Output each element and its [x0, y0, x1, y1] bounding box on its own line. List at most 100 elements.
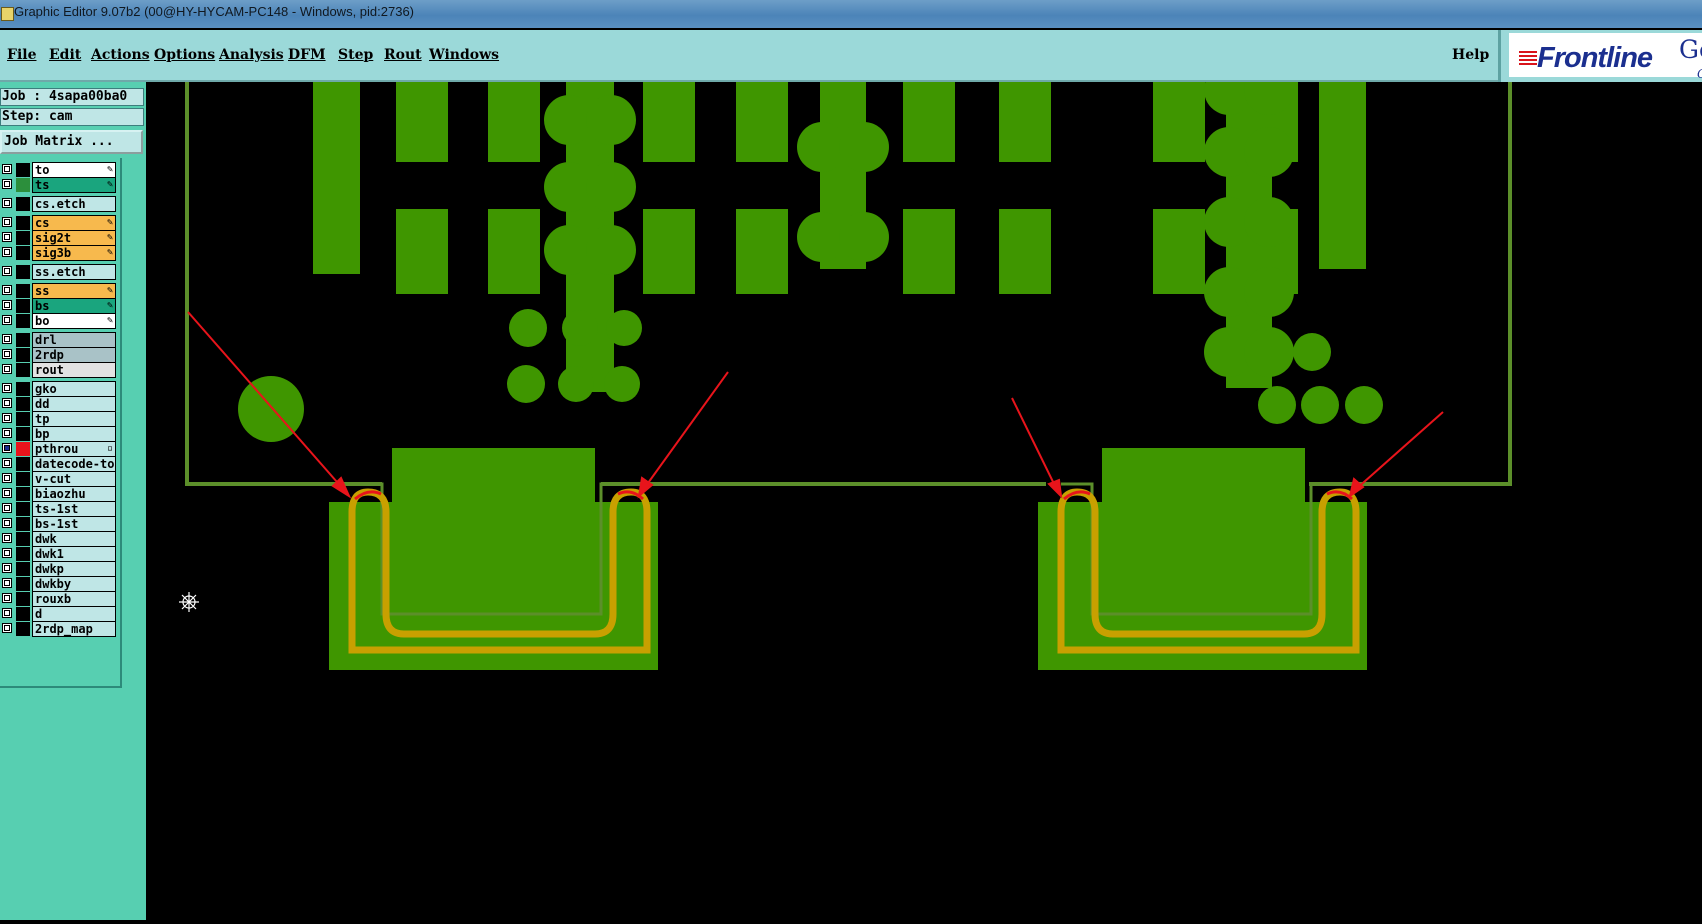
layer-checkbox[interactable] [2, 164, 12, 174]
layer-color-swatch[interactable] [16, 532, 30, 546]
layer-color-swatch[interactable] [16, 427, 30, 441]
layer-checkbox[interactable] [2, 413, 12, 423]
layer-row-2rdp[interactable]: 2rdp [0, 347, 118, 363]
layer-color-swatch[interactable] [16, 163, 30, 177]
layer-checkbox[interactable] [2, 458, 12, 468]
layer-color-swatch[interactable] [16, 178, 30, 192]
layer-row-pthrou[interactable]: pthrou▫ [0, 441, 118, 457]
layer-name[interactable]: bs-1st [32, 516, 116, 532]
layer-color-swatch[interactable] [16, 487, 30, 501]
layer-checkbox[interactable] [2, 608, 12, 618]
menu-file[interactable]: File [7, 47, 37, 63]
layer-color-swatch[interactable] [16, 216, 30, 230]
layer-row-d[interactable]: d [0, 606, 118, 622]
layer-name[interactable]: cs✎ [32, 215, 116, 231]
layer-row-v-cut[interactable]: v-cut [0, 471, 118, 487]
layer-color-swatch[interactable] [16, 592, 30, 606]
layer-row-rout[interactable]: rout [0, 362, 118, 378]
job-matrix-button[interactable]: Job Matrix ... [0, 130, 143, 154]
layer-row-ts-1st[interactable]: ts-1st [0, 501, 118, 517]
layer-checkbox[interactable] [2, 198, 12, 208]
layer-row-drl[interactable]: drl [0, 332, 118, 348]
layer-row-ts[interactable]: ts✎ [0, 177, 118, 193]
layer-row-sig3b[interactable]: sig3b✎ [0, 245, 118, 261]
layer-name[interactable]: dwk [32, 531, 116, 547]
layer-checkbox[interactable] [2, 364, 12, 374]
layer-checkbox[interactable] [2, 548, 12, 558]
layer-name[interactable]: bs✎ [32, 298, 116, 314]
layer-name[interactable]: datecode-to [32, 456, 116, 472]
layer-color-swatch[interactable] [16, 457, 30, 471]
layer-name[interactable]: dwkby [32, 576, 116, 592]
layer-name[interactable]: sig3b✎ [32, 245, 116, 261]
layer-row-ss.etch[interactable]: ss.etch [0, 264, 118, 280]
layer-checkbox[interactable] [2, 266, 12, 276]
layer-color-swatch[interactable] [16, 562, 30, 576]
layer-color-swatch[interactable] [16, 299, 30, 313]
menu-help[interactable]: Help [1452, 47, 1490, 63]
layer-name[interactable]: dwk1 [32, 546, 116, 562]
layer-checkbox[interactable] [2, 578, 12, 588]
layer-checkbox[interactable] [2, 232, 12, 242]
layer-checkbox[interactable] [2, 428, 12, 438]
layer-row-cs[interactable]: cs✎ [0, 215, 118, 231]
layer-color-swatch[interactable] [16, 348, 30, 362]
layer-checkbox[interactable] [2, 473, 12, 483]
layer-color-swatch[interactable] [16, 412, 30, 426]
layer-row-dd[interactable]: dd [0, 396, 118, 412]
layer-color-swatch[interactable] [16, 197, 30, 211]
menu-windows[interactable]: Windows [429, 47, 500, 63]
layer-row-rouxb[interactable]: rouxb [0, 591, 118, 607]
layer-color-swatch[interactable] [16, 231, 30, 245]
layer-name[interactable]: rouxb [32, 591, 116, 607]
layer-color-swatch[interactable] [16, 547, 30, 561]
layer-row-to[interactable]: to✎ [0, 162, 118, 178]
layer-color-swatch[interactable] [16, 363, 30, 377]
layer-color-swatch[interactable] [16, 265, 30, 279]
layer-row-dwkp[interactable]: dwkp [0, 561, 118, 577]
layer-color-swatch[interactable] [16, 622, 30, 636]
layer-name[interactable]: v-cut [32, 471, 116, 487]
layer-color-swatch[interactable] [16, 577, 30, 591]
menu-analysis[interactable]: Analysis [219, 47, 284, 63]
layer-row-bp[interactable]: bp [0, 426, 118, 442]
layer-name[interactable]: ss✎ [32, 283, 116, 299]
layer-color-swatch[interactable] [16, 607, 30, 621]
layer-name[interactable]: rout [32, 362, 116, 378]
layer-checkbox[interactable] [2, 247, 12, 257]
menu-step[interactable]: Step [338, 47, 374, 63]
layer-checkbox[interactable] [2, 623, 12, 633]
layer-row-tp[interactable]: tp [0, 411, 118, 427]
layer-row-gko[interactable]: gko [0, 381, 118, 397]
menu-dfm[interactable]: DFM [288, 47, 326, 63]
layer-name[interactable]: 2rdp [32, 347, 116, 363]
layer-row-dwkby[interactable]: dwkby [0, 576, 118, 592]
layer-color-swatch[interactable] [16, 246, 30, 260]
menu-edit[interactable]: Edit [49, 47, 82, 63]
layer-checkbox[interactable] [2, 563, 12, 573]
layer-checkbox[interactable] [2, 503, 12, 513]
layer-checkbox[interactable] [2, 398, 12, 408]
layer-row-ss[interactable]: ss✎ [0, 283, 118, 299]
layer-row-2rdp_map[interactable]: 2rdp_map [0, 621, 118, 637]
layer-row-dwk[interactable]: dwk [0, 531, 118, 547]
layer-name[interactable]: dd [32, 396, 116, 412]
layer-color-swatch[interactable] [16, 382, 30, 396]
layer-color-swatch[interactable] [16, 284, 30, 298]
layer-checkbox[interactable] [2, 533, 12, 543]
layer-name[interactable]: biaozhu [32, 486, 116, 502]
layer-checkbox[interactable] [2, 488, 12, 498]
layer-color-swatch[interactable] [16, 517, 30, 531]
layer-color-swatch[interactable] [16, 314, 30, 328]
layer-checkbox[interactable] [2, 285, 12, 295]
layer-row-biaozhu[interactable]: biaozhu [0, 486, 118, 502]
layer-color-swatch[interactable] [16, 397, 30, 411]
layer-name[interactable]: to✎ [32, 162, 116, 178]
layer-checkbox[interactable] [2, 300, 12, 310]
layer-row-bo[interactable]: bo✎ [0, 313, 118, 329]
layer-row-bs-1st[interactable]: bs-1st [0, 516, 118, 532]
layer-name[interactable]: 2rdp_map [32, 621, 116, 637]
layer-name[interactable]: sig2t✎ [32, 230, 116, 246]
layer-name[interactable]: ts-1st [32, 501, 116, 517]
layer-row-bs[interactable]: bs✎ [0, 298, 118, 314]
